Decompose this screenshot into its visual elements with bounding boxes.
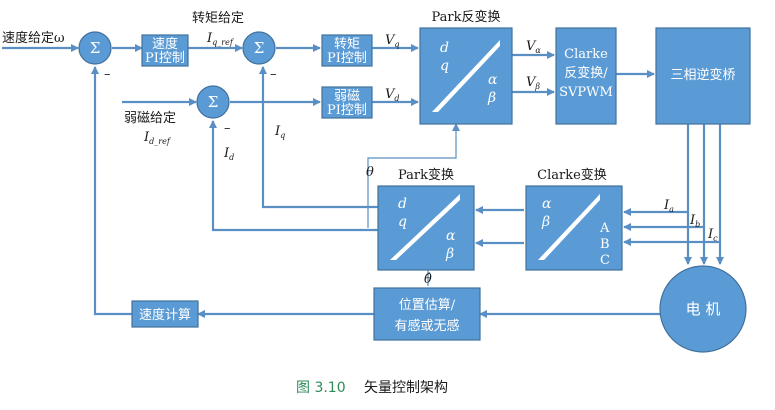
motor-label: 电 机	[686, 300, 721, 318]
valpha-label: Vα	[526, 39, 541, 55]
inverse-park-block: d q α β	[419, 27, 513, 125]
glyph-d: d	[398, 196, 407, 212]
torque-pi-label2: PI控制	[327, 51, 367, 66]
torque-ref-label: 转矩给定	[192, 11, 244, 26]
pos-est-label1: 位置估算/	[399, 298, 456, 313]
transform-diagonal	[390, 194, 460, 260]
sum-symbol: Σ	[208, 93, 219, 111]
wires	[2, 44, 724, 318]
wire-iq-feedback	[259, 66, 378, 209]
motor: 电 机	[659, 265, 747, 353]
wire-id-feedback	[209, 120, 378, 232]
glyph-b: B	[600, 237, 610, 252]
ib-label: Ib	[689, 213, 700, 229]
inverse-clarke-svpwm-block: Clarke 反变换/ SVPWM	[555, 27, 617, 125]
sum-junction-flux: Σ	[196, 85, 230, 119]
vbeta-label: Vβ	[526, 75, 540, 91]
glyph-beta: β	[541, 214, 550, 230]
speed-pi-label2: PI控制	[145, 51, 185, 66]
iq-ref-label: Iq_ref	[206, 31, 235, 47]
glyph-alpha: α	[542, 196, 552, 212]
minus-sign-torque: –	[270, 67, 277, 82]
glyph-alpha: α	[488, 72, 498, 88]
glyph-beta: β	[445, 246, 454, 262]
glyph-d: d	[440, 40, 449, 56]
glyph-c: C	[600, 253, 610, 268]
park-block: d q α β	[377, 185, 475, 271]
ia-label: Ia	[663, 198, 674, 214]
speed-calc-block: 速度计算	[131, 300, 199, 328]
theta-hat-label: θ̂	[424, 272, 432, 287]
inv-clarke-label1: Clarke	[564, 47, 608, 62]
flux-pi-label1: 弱磁	[334, 89, 360, 104]
torque-pi-block: 转矩 PI控制	[321, 34, 373, 67]
iq-feedback-label: Iq	[274, 124, 285, 140]
vq-label: Vq	[385, 33, 400, 49]
pos-est-label2: 有感或无感	[394, 318, 459, 334]
id-feedback-label: Id	[223, 146, 234, 162]
torque-pi-label1: 转矩	[334, 37, 360, 52]
flux-ref-label: 弱磁给定	[124, 111, 176, 126]
park-title: Park变换	[398, 167, 454, 183]
clarke-block: α β A B C	[525, 185, 623, 271]
wire-speed-feedback	[91, 66, 132, 316]
flux-pi-block: 弱磁 PI控制	[321, 86, 373, 119]
speed-ref-label: 速度给定ω	[2, 30, 65, 46]
sum-junction-speed: Σ	[78, 31, 112, 65]
inverter-label: 三相逆变桥	[670, 67, 735, 83]
minus-sign-flux: –	[224, 121, 231, 136]
speed-pi-label1: 速度	[152, 36, 178, 52]
vd-label: Vd	[385, 87, 400, 103]
speed-pi-block: 速度 PI控制	[141, 34, 189, 67]
glyph-q: q	[440, 58, 449, 74]
inverse-park-title: Park反变换	[431, 9, 500, 25]
speed-calc-label: 速度计算	[139, 307, 191, 323]
minus-sign-speed: –	[104, 67, 111, 82]
figure-caption: 图 3.10 矢量控制架构	[296, 380, 448, 396]
id-ref-label: Id_ref	[143, 130, 172, 146]
sum-symbol: Σ	[90, 39, 101, 57]
position-estimator-block: 位置估算/ 有感或无感	[373, 287, 481, 341]
inv-clarke-label2: 反变换/	[564, 65, 608, 81]
glyph-beta: β	[487, 90, 496, 106]
sum-junction-torque: Σ	[242, 31, 276, 65]
clarke-title: Clarke变换	[537, 167, 607, 183]
transform-diagonal	[538, 194, 600, 260]
inv-clarke-label3: SVPWM	[559, 85, 613, 100]
glyph-a: A	[599, 221, 610, 236]
flux-pi-label2: PI控制	[327, 103, 367, 118]
caption-title: 矢量控制架构	[364, 380, 448, 396]
sum-symbol: Σ	[254, 39, 265, 57]
inverter-block: 三相逆变桥	[655, 27, 751, 125]
caption-number: 图 3.10	[296, 380, 346, 396]
ic-label: Ic	[707, 227, 718, 243]
glyph-q: q	[398, 214, 407, 230]
transform-diagonal	[432, 40, 500, 112]
theta-label: θ	[366, 165, 374, 180]
glyph-alpha: α	[446, 228, 456, 244]
wire-theta	[367, 123, 460, 228]
